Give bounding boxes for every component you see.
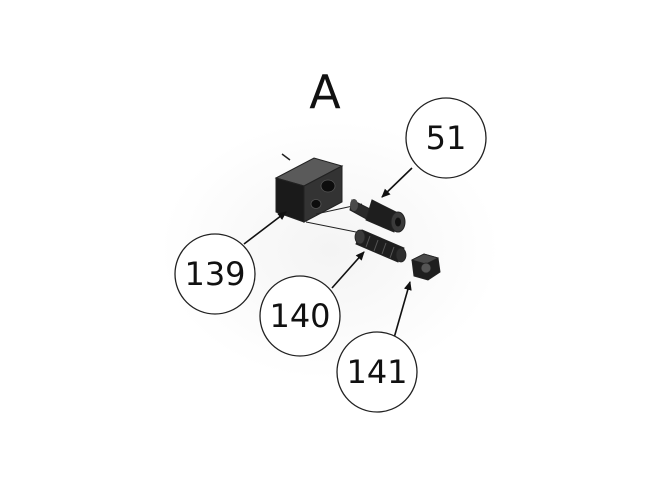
callout-51-circle (405, 97, 487, 179)
callout-139: 139 (174, 233, 256, 315)
leader-140 (331, 251, 365, 289)
callout-140-circle (259, 275, 341, 357)
callout-140: 140 (259, 275, 341, 357)
callout-141-label: 141 (346, 353, 407, 391)
callout-141: 141 (336, 331, 418, 413)
assembly-axis-lower (305, 221, 367, 235)
callout-140-label: 140 (269, 297, 330, 335)
callout-139-circle (174, 233, 256, 315)
background-shading (160, 120, 500, 380)
leader-141 (393, 281, 412, 339)
callout-139-label: 139 (184, 255, 245, 293)
leader-139 (243, 211, 287, 245)
part-51-screw (349, 199, 406, 233)
part-140-rod (354, 229, 407, 263)
callout-51: 51 (405, 97, 487, 179)
callout-141-circle (336, 331, 418, 413)
view-label: A (309, 65, 341, 119)
part-139-block (274, 153, 344, 223)
part-141-nut (410, 253, 441, 281)
leader-51 (381, 167, 413, 198)
callout-51-label: 51 (426, 119, 467, 157)
